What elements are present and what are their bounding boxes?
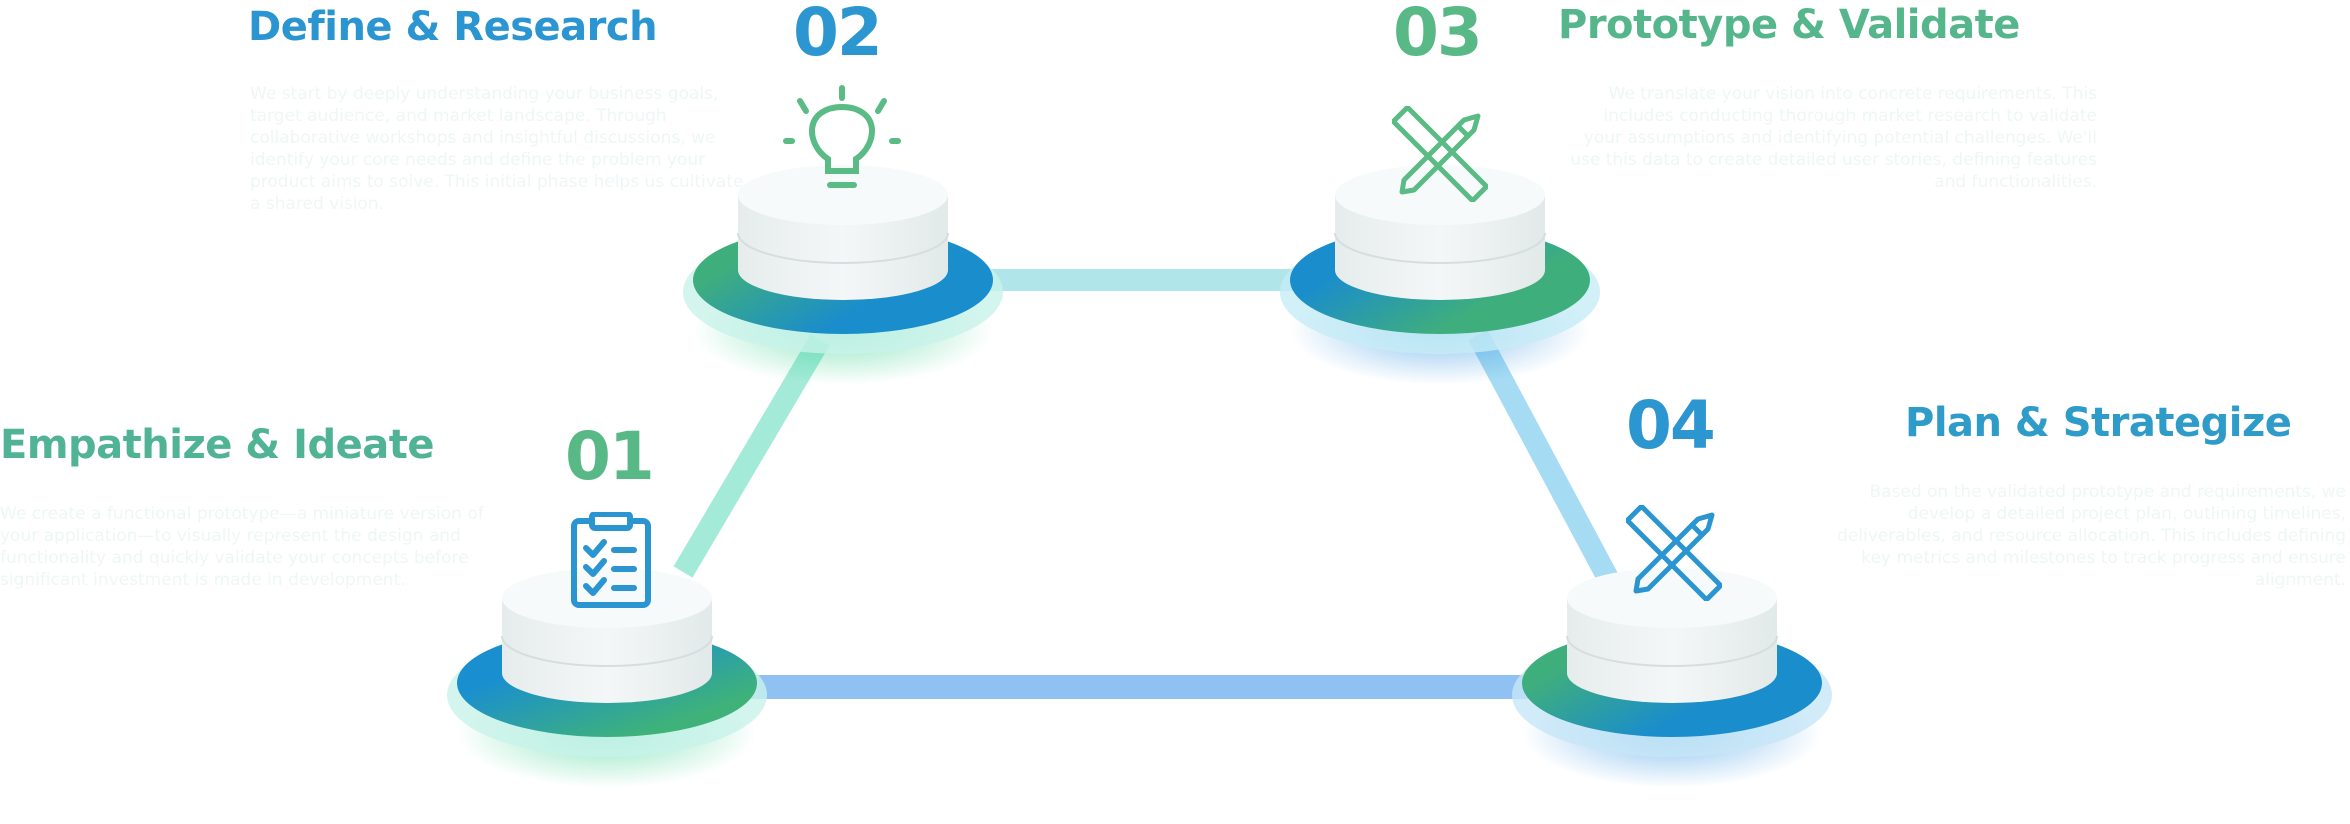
platform-seam (1566, 635, 1778, 667)
platform-top (738, 165, 948, 225)
platform-seam (737, 232, 949, 264)
step-01-title: Empathize & Ideate (0, 422, 434, 468)
platform-top (1335, 165, 1545, 225)
platform-seam (501, 635, 713, 667)
platform-04 (1512, 568, 1832, 788)
step-03-description: We translate your vision into concrete r… (1570, 84, 2097, 192)
platform-02 (683, 165, 1003, 385)
step-02-description: We start by deeply understanding your bu… (250, 84, 744, 214)
platform-03 (1280, 165, 1600, 385)
step-04-title: Plan & Strategize (1905, 400, 2292, 446)
platform-cylinder (1335, 195, 1545, 300)
platform-cylinder (502, 598, 712, 703)
step-03-number: 03 (1393, 0, 1483, 71)
step-04-number: 04 (1626, 387, 1716, 464)
platform-cylinder (1567, 598, 1777, 703)
platform-cylinder (738, 195, 948, 300)
platform-top (502, 568, 712, 628)
step-02-title: Define & Research (248, 4, 658, 50)
step-03-title: Prototype & Validate (1558, 2, 2020, 48)
platform-top (1567, 568, 1777, 628)
step-02-number: 02 (793, 0, 883, 71)
platform-seam (1334, 232, 1546, 264)
pencil-ruler-icon (1626, 505, 1722, 601)
step-01-number: 01 (565, 418, 655, 495)
clipboard-checklist-icon (571, 512, 651, 608)
lightbulb-icon (783, 85, 901, 188)
step-01-description: We create a functional prototype—a minia… (0, 504, 484, 590)
platform-01 (447, 568, 767, 788)
pencil-ruler-icon (1392, 106, 1488, 202)
step-04-description: Based on the validated prototype and req… (1837, 482, 2346, 590)
